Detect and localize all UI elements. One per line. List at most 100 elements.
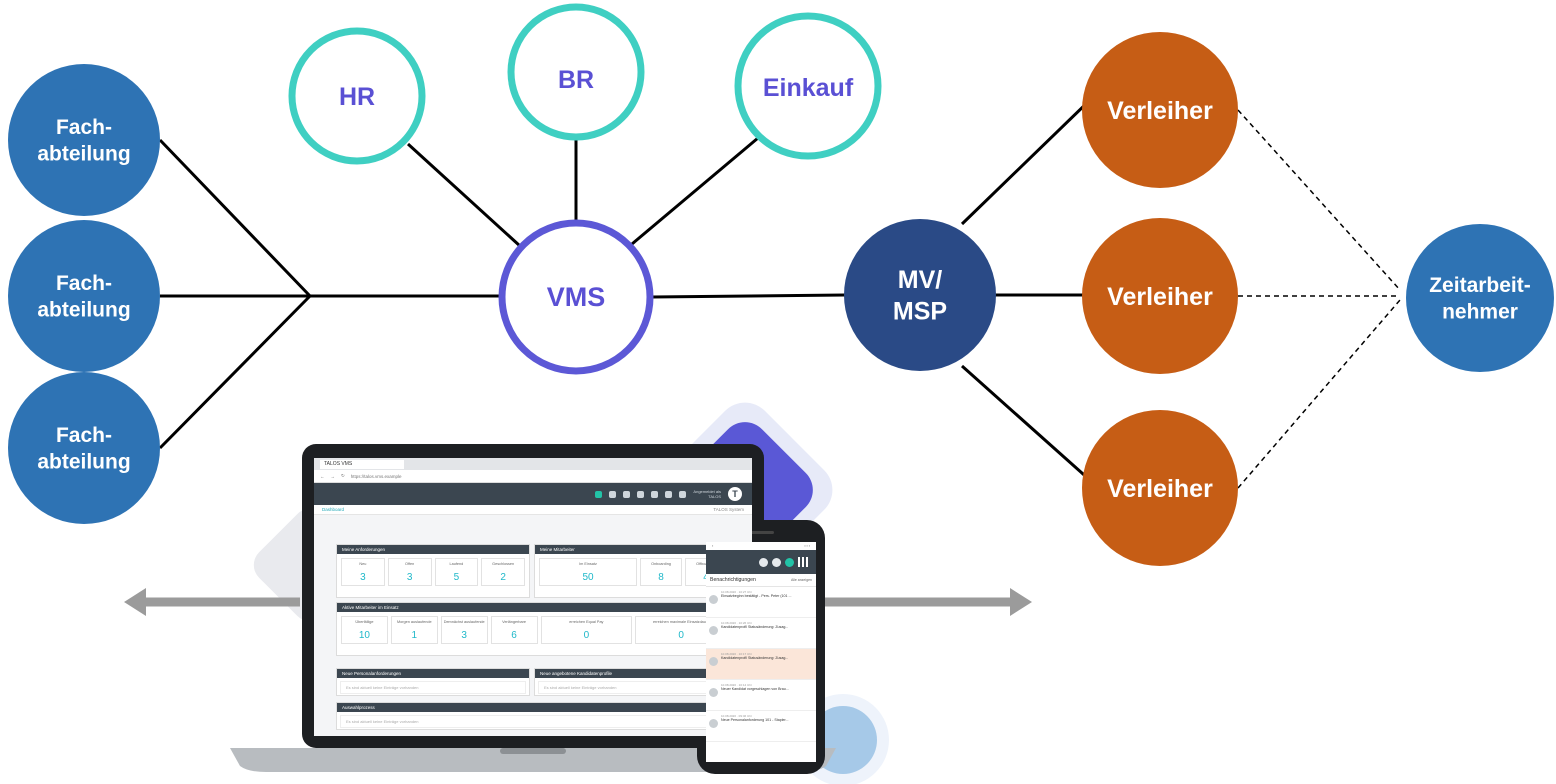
- dashboard-icon[interactable]: [595, 490, 603, 498]
- department-node-3: [8, 372, 160, 524]
- breadcrumb-bar: Dashboard TALOS System: [314, 505, 752, 515]
- connector-supplier1: [960, 98, 1092, 226]
- panel-title: Neue angebotene Kandidatenprofile: [535, 669, 731, 678]
- panel-title: Meine Mitarbeiter: [535, 545, 731, 554]
- stakeholder-node-br: [507, 3, 645, 141]
- browser-tab[interactable]: TALOS VMS: [320, 459, 404, 469]
- tab-title: TALOS VMS: [324, 461, 353, 467]
- reload-icon[interactable]: ↻: [341, 473, 345, 478]
- empty-state: Es sind aktuell keine Einträge vorhanden: [340, 715, 728, 728]
- chat-icon[interactable]: [759, 557, 768, 567]
- label-line: MV/: [898, 266, 943, 294]
- msp-label: MV/MSP: [893, 266, 947, 325]
- breadcrumb[interactable]: Dashboard: [322, 507, 345, 512]
- avatar[interactable]: T: [728, 487, 742, 501]
- bell-icon[interactable]: [785, 557, 794, 567]
- notifications-header: Benachrichtigungen Alle anzeigen: [706, 574, 816, 587]
- browser-tabbar: TALOS VMS: [314, 458, 752, 470]
- notification-avatar-icon: [709, 719, 718, 728]
- label-line: Fach-: [56, 272, 112, 295]
- dashed-supplier3: [1237, 299, 1401, 489]
- building-icon[interactable]: [679, 490, 687, 498]
- stakeholder-node-hr: [288, 27, 426, 165]
- panel-neue-anforderungen: Neue Personalanforderungen Es sind aktue…: [336, 668, 530, 696]
- panel-title: Auswahlprozess: [337, 703, 731, 712]
- supplier-node-2: [1082, 218, 1238, 374]
- department-label-3: Fach-abteilung: [37, 424, 130, 473]
- connector-dept3: [158, 294, 312, 450]
- forward-icon[interactable]: →: [330, 473, 336, 479]
- empty-state: Es sind aktuell keine Einträge vorhanden: [538, 681, 728, 694]
- notifications-title: Benachrichtigungen: [710, 577, 756, 583]
- panel-title: Aktive Mitarbeiter im Einsatz: [337, 603, 731, 612]
- department-node-1: [8, 64, 160, 216]
- vms-node: [498, 219, 654, 375]
- phone-statusbar: ▪▪ ▪ ▪: [706, 542, 816, 550]
- phone-header: [706, 550, 816, 574]
- cycle-icon[interactable]: [623, 490, 631, 498]
- notification-avatar-icon: [709, 595, 718, 604]
- phone-screen: ▪▪ ▪ ▪ Benachrichtigungen Alle anzeigen …: [706, 542, 816, 762]
- laptop-screen: TALOS VMS ← → ↻ https://talos.vms.exampl…: [314, 458, 752, 736]
- panel-title: Meine Anforderungen: [337, 545, 529, 554]
- back-icon[interactable]: ←: [320, 473, 325, 479]
- label-line: abteilung: [37, 142, 130, 165]
- browser-urlbar[interactable]: ← → ↻ https://talos.vms.example: [314, 470, 752, 483]
- panel-auswahlprozess: Auswahlprozess Es sind aktuell keine Ein…: [336, 702, 732, 730]
- vms-label: VMS: [547, 282, 606, 312]
- notification-avatar-icon: [709, 688, 718, 697]
- supplier-node-3: [1082, 410, 1238, 566]
- panel-aktive-mitarbeiter: Aktive Mitarbeiter im Einsatz Überfällig…: [336, 602, 732, 656]
- supplier-label-3: Verleiher: [1107, 475, 1213, 503]
- notification-avatar-icon: [709, 657, 718, 666]
- phone-speaker: [748, 531, 774, 534]
- panel-title: Neue Personalanforderungen: [337, 669, 529, 678]
- stakeholder-node-einkauf: [734, 12, 882, 160]
- department-label-1: Fach-abteilung: [37, 116, 130, 165]
- department-label-2: Fach-abteilung: [37, 272, 130, 321]
- stakeholder-label-einkauf: Einkauf: [763, 74, 854, 102]
- empty-state: Es sind aktuell keine Einträge vorhanden: [340, 681, 526, 694]
- notification-avatar-icon: [709, 626, 718, 635]
- panel-neue-profile: Neue angebotene Kandidatenprofile Es sin…: [534, 668, 732, 696]
- chart-icon[interactable]: [651, 490, 659, 498]
- supplier-label-1: Verleiher: [1107, 97, 1213, 125]
- connector-hr: [406, 142, 522, 248]
- url-text[interactable]: https://talos.vms.example: [350, 473, 402, 479]
- show-all-link[interactable]: Alle anzeigen: [790, 578, 812, 582]
- clock-icon[interactable]: [637, 490, 645, 498]
- stakeholder-label-br: BR: [558, 66, 594, 94]
- supplier-label-2: Verleiher: [1107, 283, 1213, 311]
- gear-icon[interactable]: [665, 490, 673, 498]
- label-line: Zeitarbeit-: [1429, 274, 1531, 297]
- message-icon[interactable]: [772, 557, 781, 567]
- person-icon[interactable]: [609, 490, 617, 498]
- menu-grid-icon[interactable]: [798, 557, 808, 567]
- left-arrowhead: [124, 588, 146, 616]
- label-line: Fach-: [56, 116, 112, 139]
- system-label: TALOS System: [713, 507, 744, 512]
- dashed-supplier1: [1237, 109, 1401, 291]
- worker-node: [1406, 224, 1554, 372]
- laptop-notch: [500, 748, 566, 754]
